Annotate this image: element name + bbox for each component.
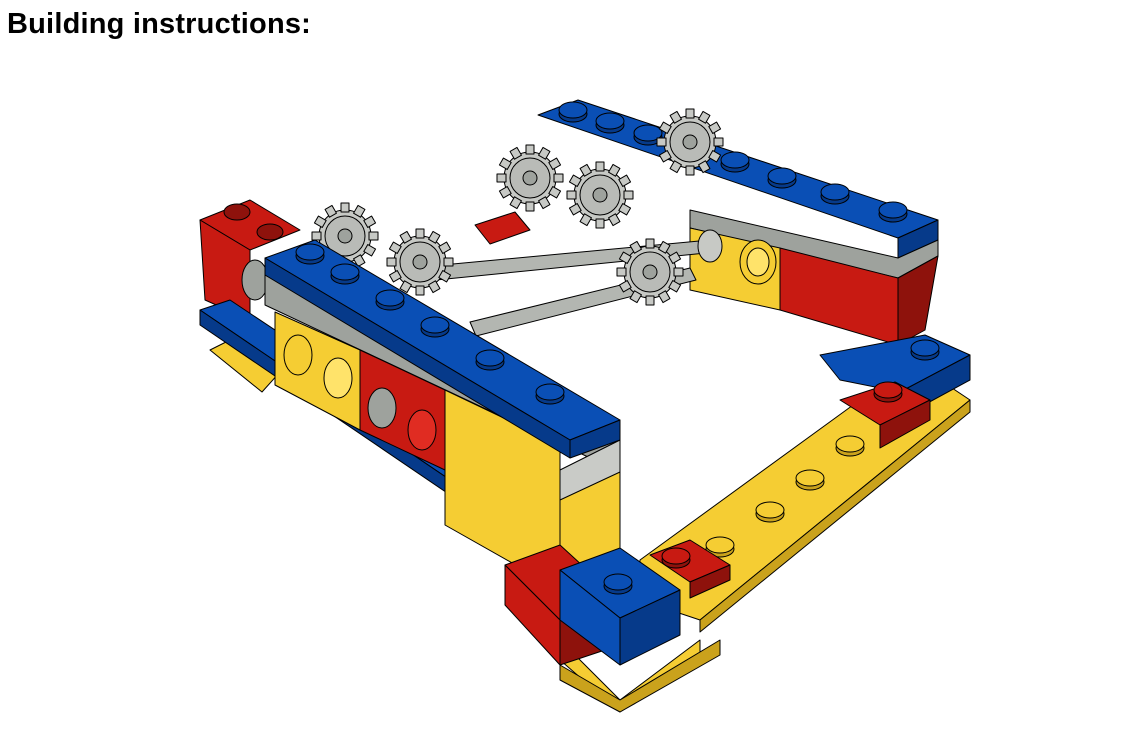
left-end-beam [199, 199, 301, 321]
front-corner-block [504, 539, 731, 713]
page-title: Building instructions: [7, 8, 312, 40]
right-corner-block [819, 334, 971, 449]
gear-front-left [386, 228, 454, 296]
small-red-brick [474, 211, 531, 245]
front-left-wall [199, 239, 621, 591]
